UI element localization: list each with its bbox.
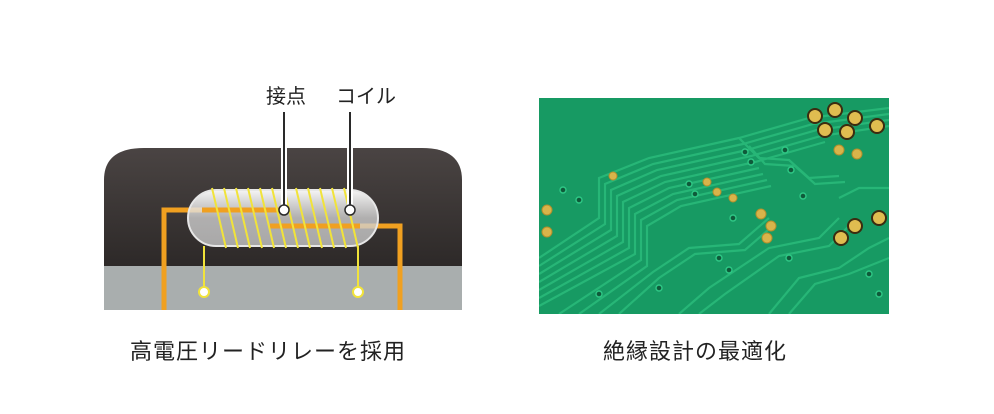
label-contact: 接点: [266, 84, 306, 108]
pcb-vias: [559, 146, 883, 298]
reed-relay-illustration: [104, 70, 462, 320]
relay-base: [104, 266, 462, 310]
pcb-large-pads: [807, 102, 887, 246]
reed-relay-svg: [104, 112, 462, 310]
coil-terminal-left: [198, 286, 210, 298]
pcb-svg: [539, 98, 889, 314]
contact-callout-dot: [278, 204, 290, 216]
label-coil: コイル: [336, 84, 396, 108]
coil-callout-dot: [344, 204, 356, 216]
pcb-image: [539, 98, 889, 314]
coil-windings: [211, 187, 359, 249]
pcb-pads: [541, 144, 863, 244]
coil-terminal-right: [352, 286, 364, 298]
pcb-caption: 絶縁設計の最適化: [603, 340, 788, 365]
pcb-board: [539, 98, 889, 314]
reed-relay-caption: 高電圧リードリレーを採用: [130, 340, 407, 365]
